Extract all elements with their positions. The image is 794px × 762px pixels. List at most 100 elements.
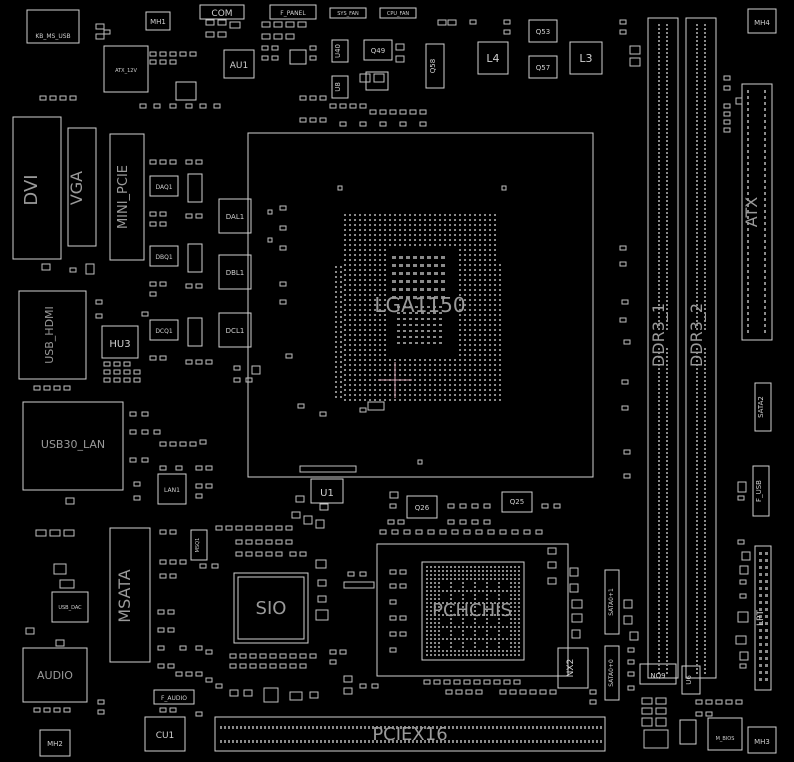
q-small2[interactable] xyxy=(365,71,389,91)
bios-chip-small[interactable] xyxy=(679,719,697,745)
sata-top-label: SATA0+1 xyxy=(608,588,615,616)
sio-chip[interactable] xyxy=(233,572,309,644)
sys-fan-label: SYS_FAN xyxy=(337,11,359,17)
u40-chip[interactable] xyxy=(331,39,349,63)
daq1-mosfet[interactable] xyxy=(149,175,179,197)
passive-components xyxy=(25,19,751,749)
vga-connector[interactable] xyxy=(67,127,97,247)
pch-label: PCHCHIS xyxy=(432,600,512,621)
f-panel-header[interactable] xyxy=(269,4,317,20)
ddr3-2-slot[interactable] xyxy=(685,17,717,679)
usb30-lan-label: USB30_LAN xyxy=(41,438,105,451)
sio-label: SIO xyxy=(256,598,287,619)
usb-dac-label: USB_DAC xyxy=(58,605,82,611)
vrm-chip-b[interactable] xyxy=(187,243,203,273)
u40-label: U40 xyxy=(334,44,342,58)
sata-top-connector[interactable] xyxy=(604,569,620,635)
mh2-mounting-hole xyxy=(39,729,71,757)
q53-mosfet[interactable] xyxy=(528,19,558,43)
q25-label: Q25 xyxy=(510,498,524,506)
mh3-mounting-hole xyxy=(747,726,777,754)
sata2-label: SATA2 xyxy=(757,396,765,418)
sys-fan-header[interactable] xyxy=(329,7,367,19)
cu1-chip[interactable] xyxy=(144,716,186,752)
dbq1-mosfet[interactable] xyxy=(149,245,179,267)
atx-label: ATX xyxy=(742,197,761,227)
pciex16-slot[interactable] xyxy=(214,716,606,752)
usb-hdmi-connector[interactable] xyxy=(18,290,87,380)
pwm-chip[interactable] xyxy=(175,81,197,101)
m-bios-label: M_BIOS xyxy=(716,736,735,742)
q58-mosfet[interactable] xyxy=(425,43,445,89)
usb-hdmi-label: USB_HDMI xyxy=(43,306,56,364)
com-label: COM xyxy=(211,9,232,19)
sata-bottom-connector[interactable] xyxy=(604,645,620,701)
f-audio-label: F_AUDIO xyxy=(161,695,187,702)
dvi-connector[interactable] xyxy=(12,116,62,260)
u1-chip[interactable] xyxy=(310,478,344,504)
nx2-chip[interactable] xyxy=(557,647,589,689)
com-connector[interactable] xyxy=(199,4,245,20)
q57-label: Q57 xyxy=(536,64,550,72)
q57-mosfet[interactable] xyxy=(528,55,558,79)
u6-chip[interactable] xyxy=(681,665,701,695)
mh1-label: MH1 xyxy=(150,18,166,26)
mini-pcie-slot[interactable] xyxy=(109,133,145,261)
dimm-pin-array xyxy=(658,24,768,681)
atx-12v-connector[interactable] xyxy=(103,45,149,93)
f-usb-header[interactable] xyxy=(752,465,770,517)
sata-bottom-label: SATA0+0 xyxy=(608,659,615,687)
q53-label: Q53 xyxy=(536,28,550,36)
ddr3-1-slot[interactable] xyxy=(647,17,679,679)
q26-mosfet[interactable] xyxy=(406,495,438,519)
dbl1-label: DBL1 xyxy=(226,269,245,277)
usb30-lan-connector[interactable] xyxy=(22,401,124,491)
usb-dac-chip[interactable] xyxy=(51,591,89,623)
dbl1-inductor[interactable] xyxy=(218,254,252,290)
lan1-chip[interactable] xyxy=(157,473,187,505)
dcq1-mosfet[interactable] xyxy=(149,319,179,341)
kb-ms-usb-connector[interactable] xyxy=(26,9,80,44)
sata2-connector[interactable] xyxy=(754,382,772,432)
cu1-label: CU1 xyxy=(156,731,175,741)
mh1-mounting-hole xyxy=(145,11,171,31)
msata-slot[interactable] xyxy=(109,527,151,663)
sio-inner xyxy=(237,576,305,640)
pch-chip[interactable] xyxy=(421,561,525,661)
dcq1-label: DCQ1 xyxy=(155,328,173,335)
l4-label: L4 xyxy=(486,52,499,65)
bios-socket[interactable] xyxy=(707,717,743,751)
u6-label: U6 xyxy=(685,675,693,685)
f-audio-header[interactable] xyxy=(153,689,195,705)
lan1-label: LAN1 xyxy=(164,487,180,494)
pch-region xyxy=(376,543,569,677)
f-panel-label: F_PANEL xyxy=(280,10,306,17)
lpt-header[interactable] xyxy=(754,545,772,691)
hu3-chip[interactable] xyxy=(101,325,139,359)
lga1150-socket[interactable] xyxy=(247,132,594,478)
msq1-label: MSQ1 xyxy=(195,538,201,553)
msq1-chip[interactable] xyxy=(190,529,208,561)
q-small[interactable] xyxy=(289,49,307,65)
l4-inductor[interactable] xyxy=(477,41,509,75)
q49-mosfet[interactable] xyxy=(363,39,393,61)
atx-power-connector[interactable] xyxy=(741,83,773,341)
audio-connector[interactable] xyxy=(22,647,88,703)
msata-label: MSATA xyxy=(115,569,134,622)
cpu-fan-header[interactable] xyxy=(379,7,417,19)
vrm-chip-c[interactable] xyxy=(187,317,203,347)
audio-label: AUDIO xyxy=(37,669,73,682)
vga-label: VGA xyxy=(67,171,86,205)
hu3-label: HU3 xyxy=(109,339,130,350)
l3-inductor[interactable] xyxy=(569,41,603,75)
mh4-mounting-hole xyxy=(747,8,777,34)
u8-chip[interactable] xyxy=(331,75,349,99)
au1-chip[interactable] xyxy=(223,49,255,79)
dcl1-inductor[interactable] xyxy=(218,312,252,348)
u8-label: U8 xyxy=(334,82,342,92)
q25-mosfet[interactable] xyxy=(501,491,533,513)
vrm-chip-a[interactable] xyxy=(187,173,203,203)
nq9-label: NQ9 xyxy=(650,672,665,680)
dal1-inductor[interactable] xyxy=(218,198,252,234)
